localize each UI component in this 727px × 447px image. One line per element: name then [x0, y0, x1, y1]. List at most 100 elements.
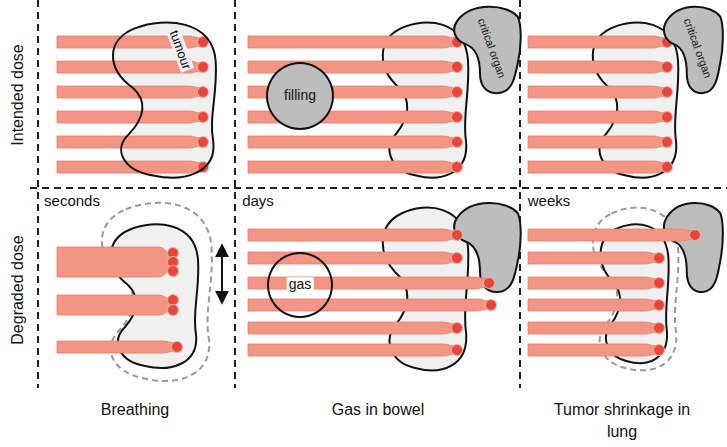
radiation-beam: [528, 61, 673, 73]
panel-divider: [234, 0, 236, 388]
beam-body: [528, 322, 660, 334]
dose-spot: [486, 300, 497, 311]
tumour-outline: tumour: [100, 20, 218, 182]
dose-spot: [662, 112, 673, 123]
radiation-beam: [248, 36, 463, 48]
beam-body: [248, 322, 458, 334]
radiation-beam: [248, 136, 463, 148]
beam-body: [528, 36, 668, 48]
beam-body: [57, 341, 178, 353]
dose-spot: [168, 305, 179, 316]
beam-body: [528, 86, 668, 98]
dose-spot: [452, 62, 463, 73]
beam-body: [57, 86, 204, 98]
filling-circle: filling: [267, 63, 333, 129]
radiation-beam: [528, 322, 665, 334]
dose-spot: [198, 112, 209, 123]
dose-spot: [662, 87, 673, 98]
dose-spot: [452, 230, 463, 241]
dose-spot: [654, 253, 665, 264]
dose-spot: [690, 230, 701, 241]
row-label: Degraded dose: [7, 233, 29, 346]
row-label: Intended dose: [7, 42, 29, 147]
time-scale: weeks: [526, 191, 573, 211]
beam-body: [248, 299, 492, 311]
node-outline: [100, 20, 218, 182]
beam-body: [528, 299, 660, 311]
radiation-beam: [528, 277, 665, 289]
dose-spot: [198, 62, 209, 73]
panel-divider: [37, 0, 39, 388]
beam-body: [528, 61, 668, 73]
critical-organ: critical organ: [662, 2, 724, 94]
radiation-beam: [528, 252, 665, 264]
dose-spot: [654, 345, 665, 356]
dose-spot: [452, 345, 463, 356]
radiation-beam: [528, 161, 673, 173]
dose-spot: [654, 278, 665, 289]
radiation-beam: [528, 111, 673, 123]
radiation-beam: [248, 322, 463, 334]
radiation-beam: [528, 86, 673, 98]
beam-body: [57, 247, 174, 277]
dose-spot: [662, 162, 673, 173]
dose-spot: [198, 137, 209, 148]
dose-spot: [654, 300, 665, 311]
dose-spot: [168, 295, 179, 306]
beam-body: [57, 295, 174, 315]
dose-spot: [484, 278, 495, 289]
node-text: tumour: [166, 27, 195, 74]
dose-spot: [168, 266, 179, 277]
dose-spot: [654, 323, 665, 334]
panel-caption: Gas in bowel: [330, 399, 427, 421]
beam-body: [57, 111, 204, 123]
panel-caption: Tumor shrinkage in lung: [545, 399, 699, 442]
critical-organ: critical organ: [452, 2, 522, 94]
beam-body: [248, 229, 458, 241]
beam-body: [528, 136, 668, 148]
radiation-beam: [528, 36, 673, 48]
radiation-beam: [528, 229, 701, 241]
gas-bubble: gas: [268, 253, 332, 317]
dose-spot: [198, 87, 209, 98]
dose-spot: [662, 137, 673, 148]
beam-body: [57, 136, 204, 148]
dose-spot: [452, 323, 463, 334]
organ-shape: [664, 203, 723, 292]
beam-body: [528, 161, 668, 173]
node-border: [454, 7, 521, 93]
time-scale: days: [240, 191, 276, 211]
beam-body: [248, 252, 458, 264]
node-border: [664, 7, 723, 93]
node-border: [113, 22, 216, 177]
dose-spot: [452, 162, 463, 173]
radiation-beam: [57, 341, 183, 353]
panel-divider: [30, 187, 727, 189]
beam-body: [248, 36, 458, 48]
planned-position: [102, 203, 212, 381]
node-border: [267, 63, 333, 129]
beam-body: [528, 277, 660, 289]
beam-body: [248, 161, 458, 173]
beam-body: [528, 111, 668, 123]
dose-spot: [452, 137, 463, 148]
tumour-outline: [601, 224, 669, 363]
radiation-beam: [528, 299, 665, 311]
radiation-beam: [248, 252, 463, 264]
time-scale: seconds: [42, 191, 102, 211]
motion-arrow: [221, 246, 223, 302]
radiation-beam: [57, 295, 179, 316]
node-border: [268, 253, 332, 317]
radiation-beam: [248, 344, 463, 356]
node-text: gas: [287, 277, 314, 292]
dose-spot: [172, 342, 183, 353]
radiation-beam: [528, 136, 673, 148]
beam-body: [248, 277, 490, 289]
dose-spot: [662, 62, 673, 73]
panel-caption: Breathing: [99, 399, 172, 421]
beam-body: [248, 136, 458, 148]
beam-body: [528, 252, 660, 264]
node-text: filling: [282, 88, 318, 103]
